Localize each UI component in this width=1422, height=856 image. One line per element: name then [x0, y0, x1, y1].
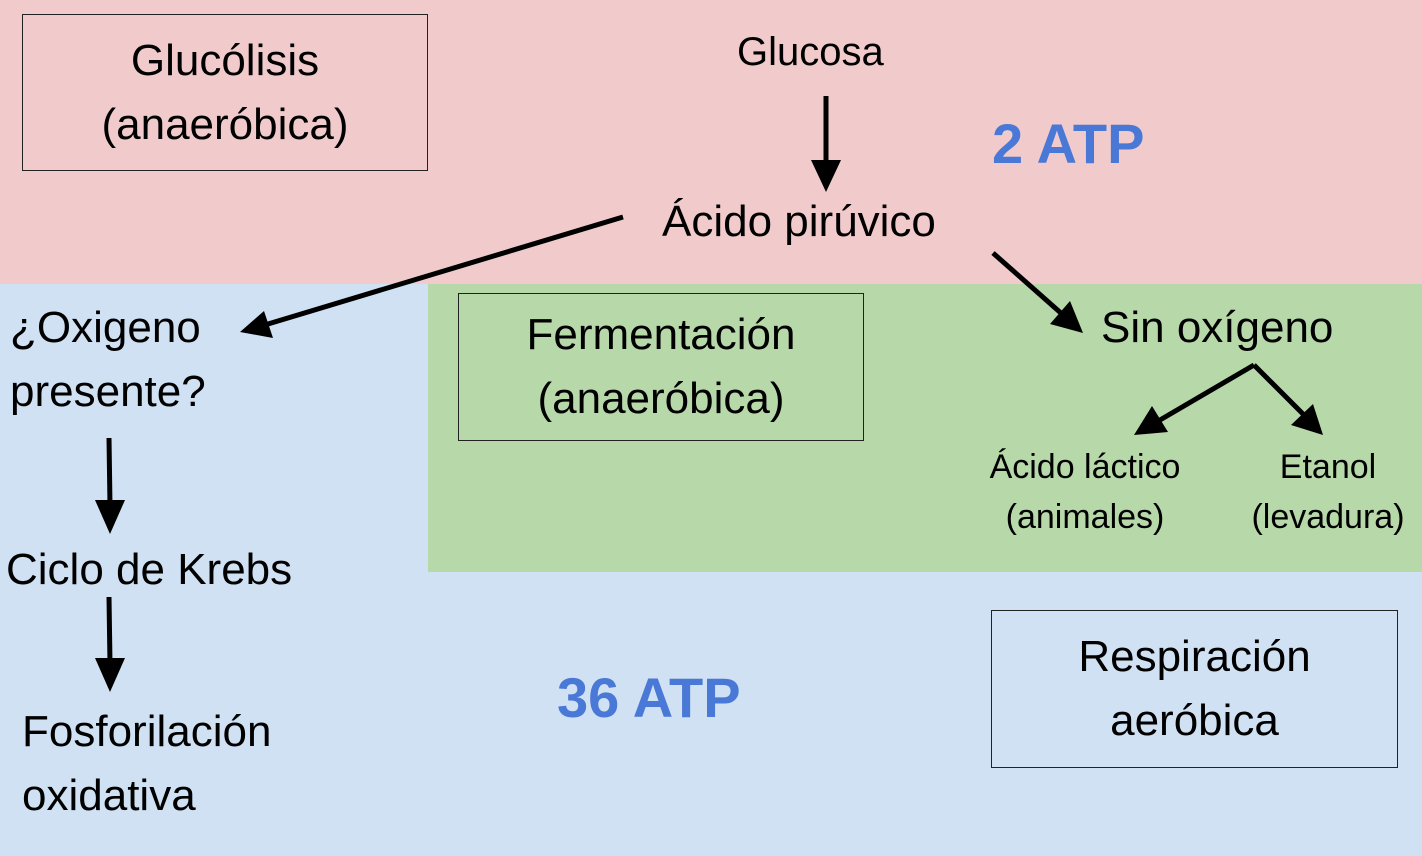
- fermentation-zone: [428, 284, 1422, 572]
- ethanol-label: Etanol (levadura): [1236, 442, 1420, 542]
- lactic-acid-line-1: Ácido láctico: [989, 448, 1181, 486]
- lactic-acid-label: Ácido láctico (animales): [970, 442, 1200, 542]
- oxygen-question-line-1: ¿Oxigeno: [10, 303, 201, 352]
- glycolysis-title: Glucólisis: [130, 35, 320, 85]
- glycolysis-zone: [0, 0, 1422, 284]
- aerobic-zone-bottom: [428, 572, 1422, 856]
- ethanol-line-1: Etanol: [1279, 448, 1377, 486]
- glucose-label: Glucosa: [737, 30, 884, 74]
- lactic-acid-line-2: (animales): [1005, 498, 1165, 536]
- oxidative-phosphorylation-label: Fosforilación oxidativa: [22, 700, 271, 828]
- aerobic-zone-left: [0, 284, 428, 856]
- oxphos-line-2: oxidativa: [22, 771, 196, 820]
- pyruvic-acid-label: Ácido pirúvico: [662, 197, 936, 246]
- fermentation-box: Fermentación (anaeróbica): [458, 293, 864, 441]
- fermentation-subtitle: (anaeróbica): [537, 374, 785, 423]
- aerobic-subtitle: aeróbica: [1110, 696, 1279, 745]
- atp-aerobic-label: 36 ATP: [557, 666, 741, 729]
- aerobic-respiration-box: Respiración aeróbica: [991, 610, 1398, 768]
- ethanol-line-2: (levadura): [1251, 498, 1405, 536]
- oxygen-question-label: ¿Oxigeno presente?: [10, 296, 206, 424]
- oxphos-line-1: Fosforilación: [22, 707, 272, 756]
- atp-glycolysis-label: 2 ATP: [992, 112, 1145, 175]
- fermentation-title: Fermentación: [526, 310, 796, 359]
- no-oxygen-label: Sin oxígeno: [1101, 303, 1334, 352]
- glycolysis-box: Glucólisis (anaeróbica): [22, 14, 428, 171]
- glycolysis-subtitle: (anaeróbica): [101, 99, 349, 149]
- oxygen-question-line-2: presente?: [10, 367, 206, 416]
- krebs-cycle-label: Ciclo de Krebs: [6, 545, 293, 594]
- aerobic-title: Respiración: [1078, 632, 1311, 681]
